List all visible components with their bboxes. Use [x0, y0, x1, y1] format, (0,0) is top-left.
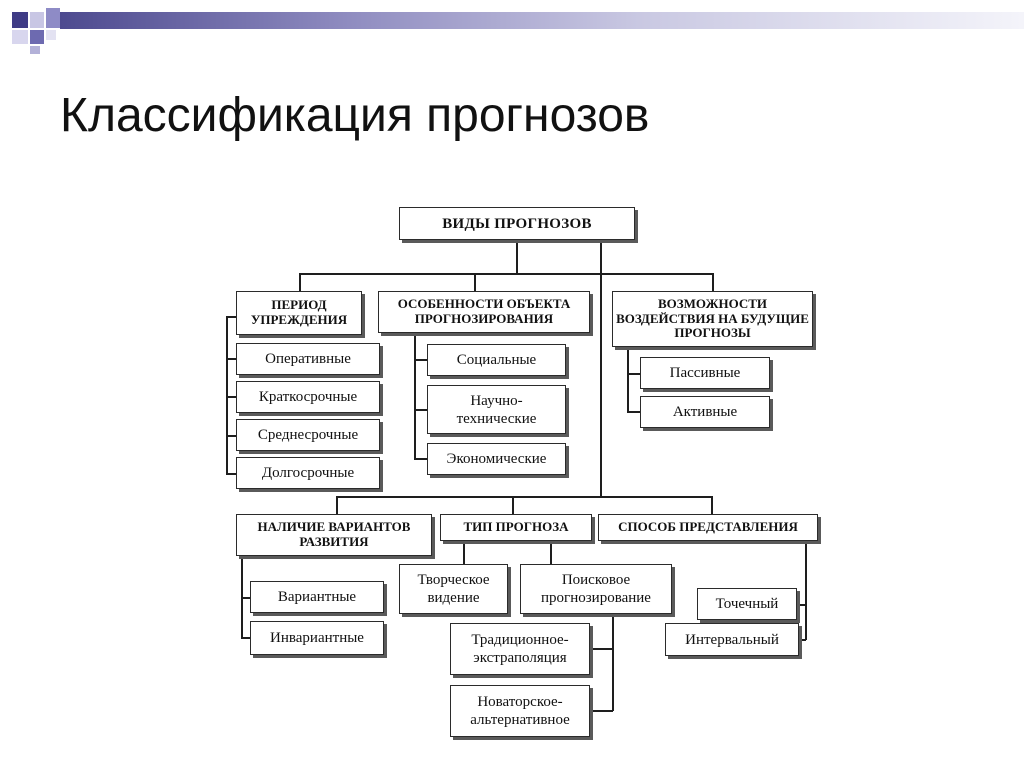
page-title: Классификация прогнозов	[60, 89, 650, 142]
object-item: Научно-технические	[427, 385, 566, 434]
type-subitem: Новаторское-альтернативное	[450, 685, 590, 737]
root-node: ВИДЫ ПРОГНОЗОВ	[399, 207, 635, 240]
period-item: Среднесрочные	[236, 419, 380, 451]
slide-decoration	[0, 0, 1024, 56]
period-item: Краткосрочные	[236, 381, 380, 413]
variants-item: Инвариантные	[250, 621, 384, 655]
influence-item: Активные	[640, 396, 770, 428]
group-type-header: ТИП ПРОГНОЗА	[440, 514, 592, 541]
object-item: Социальные	[427, 344, 566, 376]
variants-item: Вариантные	[250, 581, 384, 613]
group-variants-header: НАЛИЧИЕ ВАРИАНТОВ РАЗВИТИЯ	[236, 514, 432, 556]
period-item: Оперативные	[236, 343, 380, 375]
group-influence-header: ВОЗМОЖНОСТИ ВОЗДЕЙСТВИЯ НА БУДУЩИЕ ПРОГН…	[612, 291, 813, 347]
presentation-item: Интервальный	[665, 623, 799, 656]
presentation-item: Точечный	[697, 588, 797, 620]
object-item: Экономические	[427, 443, 566, 475]
period-item: Долгосрочные	[236, 457, 380, 489]
type-item: Поисковое прогнозирование	[520, 564, 672, 614]
group-presentation-header: СПОСОБ ПРЕДСТАВЛЕНИЯ	[598, 514, 818, 541]
influence-item: Пассивные	[640, 357, 770, 389]
group-object-header: ОСОБЕННОСТИ ОБЪЕКТА ПРОГНОЗИРОВАНИЯ	[378, 291, 590, 333]
group-period-header: ПЕРИОД УПРЕЖДЕНИЯ	[236, 291, 362, 335]
type-item: Творческое видение	[399, 564, 508, 614]
type-subitem: Традиционное-экстраполяция	[450, 623, 590, 675]
